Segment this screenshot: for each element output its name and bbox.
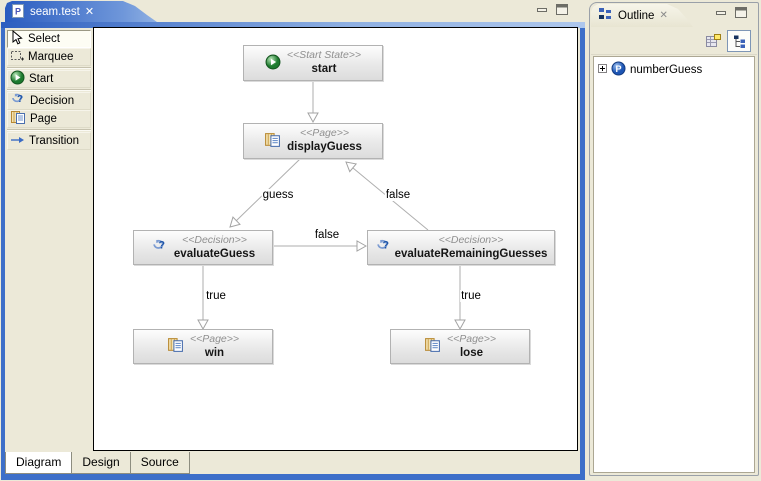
select-cursor-icon	[10, 29, 24, 48]
tree-item-label: numberGuess	[630, 64, 703, 76]
outline-view: Outline ✕	[589, 2, 759, 476]
svg-text:?: ?	[158, 240, 164, 252]
edge-evaluateGuess-evaluateRemainingGuesses[interactable]	[273, 240, 368, 252]
editor-area: P seam.test ✕ Select	[1, 0, 585, 480]
edge-label-false-upper[interactable]: false	[384, 189, 412, 201]
edge-label-guess[interactable]: guess	[261, 189, 295, 201]
node-name: lose	[459, 346, 483, 359]
palette-tool-label: Decision	[30, 95, 75, 107]
node-evaluateRemainingGuesses[interactable]: ? <<Decision>> evaluateRemainingGuesses	[367, 230, 555, 265]
outline-tab-title: Outline	[618, 9, 655, 22]
decision-icon: ?	[10, 92, 26, 110]
maximize-icon[interactable]	[735, 7, 748, 22]
editor-window-buttons	[537, 4, 569, 19]
palette-tool-page[interactable]: Page	[7, 110, 91, 128]
svg-text:?: ?	[17, 94, 23, 105]
tab-source[interactable]: Source	[130, 452, 190, 474]
node-win[interactable]: <<Page>> win	[133, 329, 273, 364]
palette-tool-label: Select	[28, 33, 60, 45]
tab-outline[interactable]: Outline ✕	[591, 4, 693, 27]
overview-mode-button[interactable]	[701, 30, 725, 52]
tab-diagram[interactable]: Diagram	[5, 452, 73, 474]
node-stereotype: <<Page>>	[299, 127, 350, 140]
outline-tree[interactable]: P numberGuess	[593, 56, 755, 473]
palette-separator	[7, 67, 91, 69]
editor-tab-underline	[1, 22, 585, 28]
tab-seam-test[interactable]: P seam.test ✕	[5, 1, 157, 22]
close-icon[interactable]: ✕	[659, 10, 668, 21]
edge-label-true-right[interactable]: true	[460, 290, 482, 302]
overview-icon	[705, 34, 721, 47]
svg-text:P: P	[15, 7, 21, 17]
tree-item-numberGuess[interactable]: P numberGuess	[594, 57, 754, 79]
edge-label-true-left[interactable]: true	[205, 290, 227, 302]
start-state-icon	[265, 54, 281, 73]
editor-tab-row: P seam.test ✕	[1, 0, 585, 22]
marquee-icon	[10, 49, 24, 66]
transition-arrow-icon	[10, 135, 25, 148]
palette-tool-label: Page	[30, 113, 57, 125]
node-evaluateGuess[interactable]: ? <<Decision>> evaluateGuess	[133, 230, 273, 265]
editor-tab-title: seam.test	[30, 5, 80, 18]
editor-page-tabs: Diagram Design Source	[5, 451, 580, 474]
palette-tool-transition[interactable]: Transition	[7, 132, 91, 150]
palette-tool-label: Transition	[29, 135, 80, 147]
page-icon	[167, 337, 184, 356]
maximize-icon[interactable]	[556, 4, 569, 19]
node-name: displayGuess	[287, 141, 362, 154]
node-stereotype: <<Decision>>	[438, 233, 504, 246]
svg-text:?: ?	[382, 240, 388, 252]
edge-label-false-mid[interactable]: false	[313, 229, 341, 241]
outline-toolbar	[591, 28, 757, 55]
node-name: win	[204, 346, 225, 359]
palette-tool-start[interactable]: Start	[7, 70, 91, 88]
node-displayGuess[interactable]: <<Page>> displayGuess	[243, 123, 383, 159]
palette-tool-decision[interactable]: ? Decision	[7, 92, 91, 110]
tree-mode-button[interactable]	[727, 30, 751, 52]
minimize-icon[interactable]	[537, 4, 548, 16]
palette-tool-label: Start	[29, 73, 54, 85]
node-stereotype: <<Decision>>	[182, 233, 247, 246]
edge-start-displayGuess[interactable]	[307, 81, 319, 124]
start-state-icon	[10, 70, 25, 88]
palette-tool-label: Marquee	[28, 51, 74, 63]
close-icon[interactable]: ✕	[84, 6, 95, 18]
tree-icon	[733, 35, 745, 48]
node-stereotype: <<Start State>>	[286, 49, 362, 62]
outline-tab-row: Outline ✕	[590, 3, 758, 27]
node-stereotype: <<Page>>	[189, 332, 240, 345]
page-icon	[424, 337, 441, 356]
outline-window-buttons	[716, 7, 748, 22]
page-icon	[264, 132, 281, 151]
palette: Select Marquee Start	[5, 28, 93, 451]
palette-tool-select[interactable]: Select	[7, 29, 91, 48]
palette-tool-marquee[interactable]: Marquee	[7, 48, 91, 66]
pageflow-file-icon: P	[12, 4, 25, 19]
node-name: evaluateGuess	[173, 247, 256, 260]
node-name: start	[311, 63, 337, 76]
editor-focus-border-bottom	[1, 474, 585, 480]
node-name: evaluateRemainingGuesses	[394, 247, 548, 260]
editor-focus-border-left	[1, 22, 5, 480]
pageflow-node-icon: P	[611, 61, 626, 79]
outline-view-icon	[598, 7, 613, 24]
palette-separator	[7, 129, 91, 131]
decision-icon: ?	[151, 238, 168, 257]
diagram-canvas[interactable]: guess false false true true <<Start Stat…	[93, 27, 578, 451]
svg-text:P: P	[616, 64, 622, 74]
node-stereotype: <<Page>>	[446, 332, 497, 345]
node-start[interactable]: <<Start State>> start	[243, 45, 383, 81]
tab-design[interactable]: Design	[72, 452, 131, 474]
minimize-icon[interactable]	[716, 7, 727, 19]
decision-icon: ?	[375, 238, 392, 257]
node-lose[interactable]: <<Page>> lose	[390, 329, 530, 364]
palette-separator	[7, 89, 91, 91]
expand-plus-icon[interactable]	[598, 64, 607, 76]
page-icon	[10, 110, 26, 128]
editor-focus-border-right	[580, 22, 585, 480]
